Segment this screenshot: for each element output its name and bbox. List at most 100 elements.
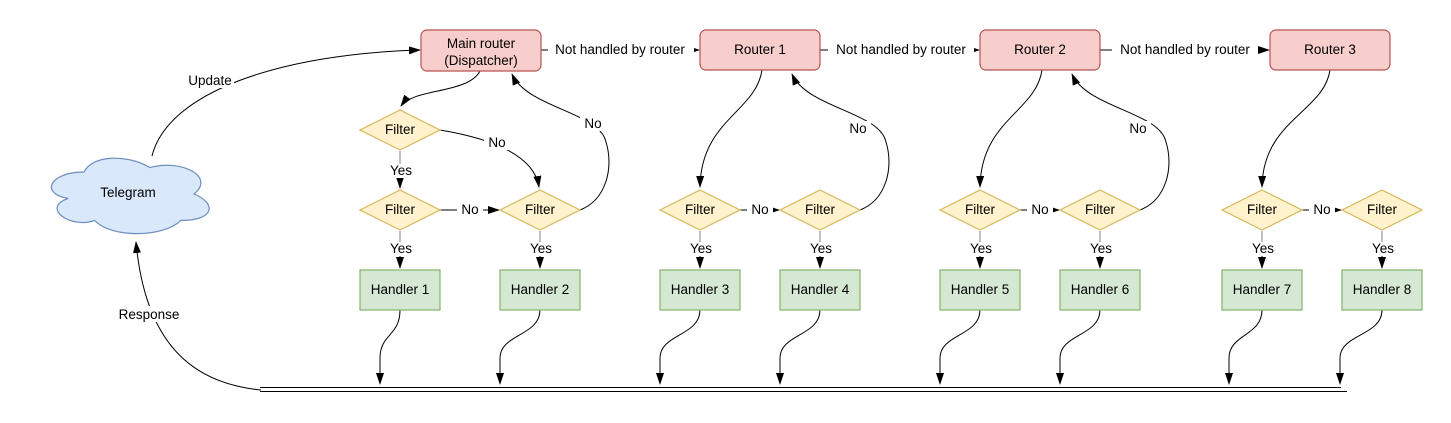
label-bg (1309, 203, 1335, 217)
edge-label-yes-2: Yes (527, 241, 554, 256)
response-label: Response (119, 307, 180, 322)
handler-label: Handler 5 (951, 282, 1010, 297)
filter-diamond (358, 109, 442, 151)
handler-box (779, 269, 861, 311)
router-2-box (979, 29, 1101, 71)
yes-label: Yes (390, 163, 412, 178)
edge-label-not-handled-3: Not handled by router (1112, 42, 1258, 58)
handler-box (659, 269, 741, 311)
filter-label: Filter (805, 202, 836, 217)
label-bg (807, 242, 834, 256)
filter-node-2: Filter (498, 189, 582, 231)
filter-diamond (498, 189, 582, 231)
filter-label: Filter (1085, 202, 1116, 217)
no-label: No (849, 121, 866, 136)
handler-label: Handler 3 (671, 282, 730, 297)
filter-label: Filter (385, 122, 416, 137)
not-handled-label: Not handled by router (555, 42, 685, 57)
router-3-box (1269, 29, 1391, 71)
edge-label-response: Response (112, 306, 186, 322)
label-bg (457, 203, 483, 217)
edge-no-return-dispatcher (511, 73, 610, 211)
edge-handler5-to-bus (936, 309, 981, 385)
handler-node-1: Handler 1 (359, 269, 441, 311)
update-label: Update (188, 73, 232, 88)
handler-label: Handler 4 (791, 282, 850, 297)
label-bg (112, 306, 186, 322)
no-label: No (584, 116, 601, 131)
cloud-label: Telegram (100, 185, 156, 200)
handler-box (1341, 269, 1423, 311)
dispatcher-node: Main router (Dispatcher) (420, 29, 542, 72)
label-bg (1112, 42, 1258, 58)
label-bg (484, 135, 510, 150)
edge-label-yes-3: Yes (687, 241, 714, 256)
handler-label: Handler 2 (511, 282, 570, 297)
edge-label-not-handled-2: Not handled by router (828, 42, 974, 58)
edge-router1-to-filter (696, 69, 763, 188)
handler-node-2: Handler 2 (499, 269, 581, 311)
edge-label-no-return-r1: No (845, 121, 871, 136)
filter-node-4: Filter (778, 189, 862, 231)
filter-diamond (1058, 189, 1142, 231)
handler-node-6: Handler 6 (1059, 269, 1141, 311)
edge-label-no-h-r1: No (747, 202, 773, 217)
edge-router3-to-filter (1258, 69, 1331, 188)
no-label: No (1129, 121, 1146, 136)
handler-node-8: Handler 8 (1341, 269, 1423, 311)
handler-label: Handler 8 (1353, 282, 1412, 297)
filter-label: Filter (1247, 202, 1278, 217)
filter-node-8: Filter (1340, 189, 1424, 231)
not-handled-label: Not handled by router (836, 42, 966, 57)
router-node-3: Router 3 (1269, 29, 1391, 71)
filter-diamond (658, 189, 742, 231)
no-label: No (751, 202, 768, 217)
yes-label: Yes (1090, 241, 1112, 256)
filter-node-top: Filter (358, 109, 442, 151)
label-bg (967, 242, 994, 256)
filter-node-5: Filter (938, 189, 1022, 231)
router-node-1: Router 1 (699, 29, 821, 71)
filter-label: Filter (385, 202, 416, 217)
router-node-2: Router 2 (979, 29, 1101, 71)
filter-node-7: Filter (1220, 189, 1304, 231)
edge-handler4-to-bus (776, 309, 821, 385)
filter-diamond (358, 189, 442, 231)
label-bg (1369, 242, 1396, 256)
handler-node-7: Handler 7 (1221, 269, 1303, 311)
edge-label-no-return-main: No (580, 116, 606, 131)
edge-response (133, 241, 262, 391)
handler-label: Handler 6 (1071, 282, 1130, 297)
edge-label-yes-4: Yes (807, 241, 834, 256)
yes-label: Yes (690, 241, 712, 256)
label-bg (747, 203, 773, 217)
filter-node-3: Filter (658, 189, 742, 231)
filter-label: Filter (685, 202, 716, 217)
label-bg (1027, 203, 1053, 217)
not-handled-label: Not handled by router (1120, 42, 1250, 57)
yes-label: Yes (390, 241, 412, 256)
edge-label-no-h-r2: No (1027, 202, 1053, 217)
label-bg (845, 121, 871, 136)
edge-label-no-return-r2: No (1125, 121, 1151, 136)
telegram-cloud-node: Telegram (50, 157, 210, 235)
edge-label-yes-top: Yes (387, 163, 414, 178)
edge-label-no-h-main: No (457, 202, 483, 217)
edge-update (151, 46, 421, 157)
filter-diamond (1220, 189, 1304, 231)
edge-label-yes-5: Yes (967, 241, 994, 256)
edge-handler6-to-bus (1056, 309, 1101, 385)
router-1-box (699, 29, 821, 71)
edge-label-yes-6: Yes (1087, 241, 1114, 256)
handler-box (499, 269, 581, 311)
edge-label-not-handled-1: Not handled by router (548, 42, 694, 58)
dispatcher-label-line2: (Dispatcher) (444, 53, 518, 68)
yes-label: Yes (970, 241, 992, 256)
router-2-label: Router 2 (1014, 42, 1066, 57)
label-bg (1125, 121, 1151, 136)
label-bg (548, 42, 694, 58)
edge-label-yes-8: Yes (1369, 241, 1396, 256)
filter-node-1: Filter (358, 189, 442, 231)
label-bg (828, 42, 974, 58)
